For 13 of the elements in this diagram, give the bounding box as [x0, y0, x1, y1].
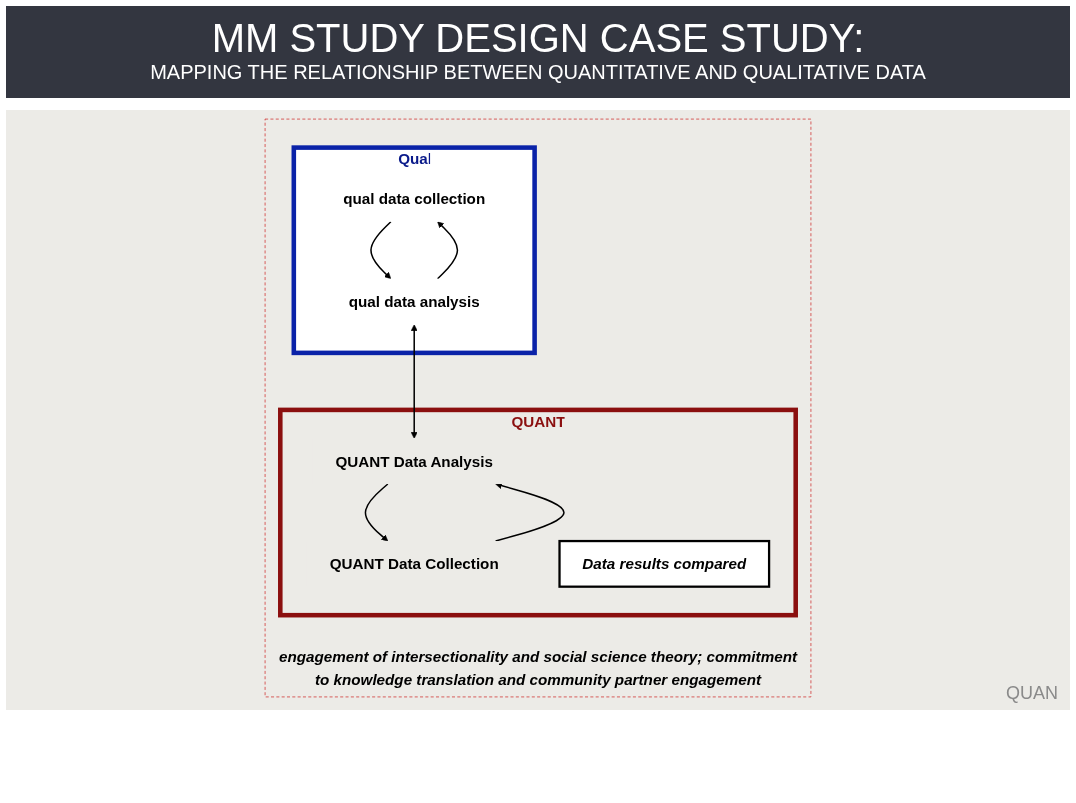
- node-box: Data results compared: [558, 539, 771, 588]
- title: MM STUDY DESIGN CASE STUDY:: [210, 16, 866, 61]
- arrow: [494, 482, 565, 542]
- faint-label: QUAN: [1006, 683, 1058, 704]
- subtitle: MAPPING THE RELATIONSHIP BETWEEN QUANTITATIVE AND QUALITATIVE DATA: [149, 61, 927, 84]
- node-text: QUANT Data Collection: [329, 555, 499, 573]
- node-text: qual data collection: [343, 190, 486, 208]
- arrow: [410, 324, 418, 439]
- node-text: QUANT Data Analysis: [335, 452, 493, 470]
- arrow: [364, 483, 389, 542]
- arrow: [370, 220, 392, 280]
- node-text: qual data analysis: [348, 293, 480, 310]
- arrow: [436, 221, 459, 280]
